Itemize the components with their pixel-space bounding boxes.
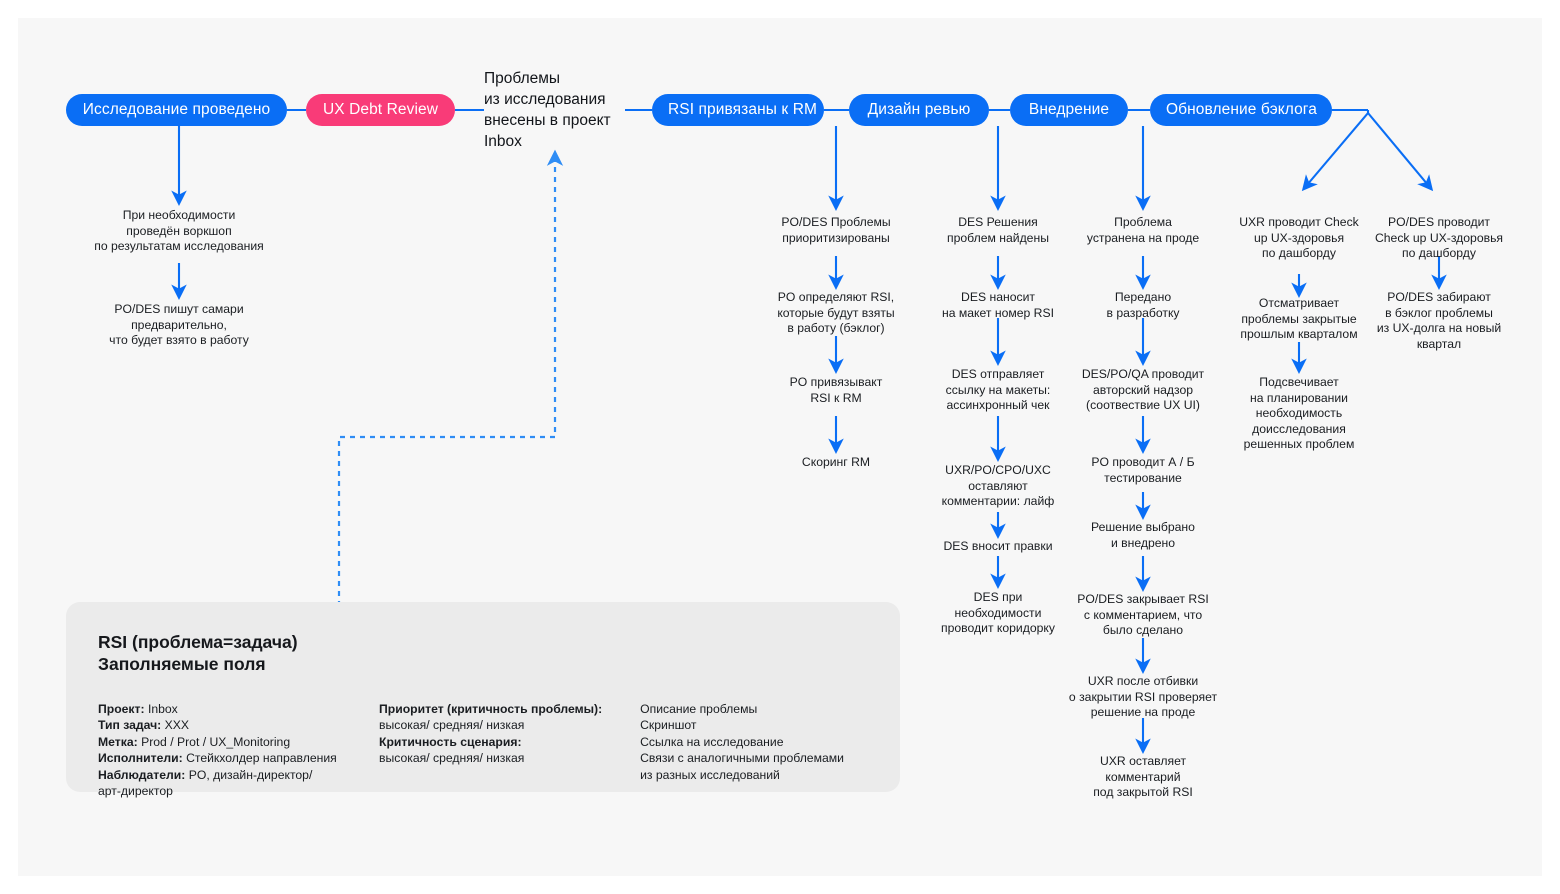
step-text: DES при необходимости проводит коридорку [941, 590, 1055, 635]
field-label: Исполнители: [98, 751, 183, 766]
field-label: Наблюдатели: [98, 767, 186, 782]
field-row: Метка: Prod / Prot / UX_Monitoring [98, 734, 379, 750]
field-row: Описание проблемы [640, 702, 758, 716]
step-text: Скоринг RM [801, 455, 871, 469]
diagram-canvas: Исследование проведено UX Debt Review Пр… [18, 18, 1542, 876]
step-text: PO/DES пишут самари предварительно, что … [109, 302, 249, 347]
field-value: XXX [161, 718, 190, 733]
step-text: UXR после отбивки о закрытии RSI проверя… [1068, 674, 1218, 719]
field-value: высокая/ средняя/ низкая [379, 718, 525, 733]
step-text: Подсвечивает на планировании необходимос… [1243, 375, 1355, 451]
field-label: Тип задач: [98, 718, 162, 733]
rsi-fields-card: RSI (проблема=задача) Заполняемые поля П… [66, 602, 900, 798]
field-row: Связи с аналогичными проблемами из разны… [640, 751, 844, 782]
field-row: Критичность сценария: высокая/ средняя/ … [379, 734, 640, 767]
step-text: PO/DES Проблемы приоритизированы [781, 215, 891, 245]
step-text: UXR/PO/CPO/UXC оставляют комментарии: ла… [941, 463, 1055, 508]
step-text: Решение выбрано и внедрено [1091, 520, 1195, 550]
field-label: Критичность сценария: [379, 734, 522, 749]
field-value: PO, дизайн-директор/ арт-директор [98, 767, 313, 799]
flow-node-design-review[interactable]: Дизайн ревью [849, 94, 989, 126]
step-text: DES/PO/QA проводит авторский надзор (соо… [1081, 367, 1205, 412]
field-row: Скриншот [640, 718, 697, 733]
flow-node-problems-inbox: Проблемы из исследования внесены в проек… [484, 70, 611, 150]
step-text: DES наносит на макет номер RSI [941, 290, 1054, 320]
card-title: RSI (проблема=задача) Заполняемые поля [98, 632, 298, 674]
step-text: PO проводит А / Б тестирование [1091, 455, 1195, 485]
step-text: Проблема устранена на проде [1086, 215, 1200, 245]
field-row: Приоритет (критичность проблемы): высока… [379, 701, 640, 734]
field-row: Тип задач: XXX [98, 717, 379, 733]
field-label: Проект: [98, 702, 145, 716]
step-text: DES вносит правки [943, 539, 1053, 553]
flow-node-backlog-update[interactable]: Обновление бэклога [1150, 94, 1332, 126]
field-label: Приоритет (критичность проблемы): [379, 702, 603, 716]
step-text: PO определяют RSI, которые будут взяты в… [777, 290, 895, 335]
step-text: PO/DES закрывает RSI с комментарием, что… [1077, 592, 1209, 637]
flow-node-rsi-to-rm[interactable]: RSI привязаны к RM [652, 94, 824, 126]
field-value: высокая/ средняя/ низкая [379, 751, 525, 766]
flow-node-ux-debt-review[interactable]: UX Debt Review [306, 94, 455, 126]
step-text: DES Решения проблем найдены [947, 215, 1049, 245]
step-text: PO/DES проводит Check up UX-здоровья по … [1374, 215, 1504, 260]
field-value: Prod / Prot / UX_Monitoring [137, 734, 291, 749]
field-value: Стейкхолдер направления [182, 751, 337, 766]
flow-node-research-done[interactable]: Исследование проведено [66, 94, 287, 126]
step-text: UXR оставляет комментарий под закрытой R… [1093, 754, 1193, 799]
step-text: PO привязывакт RSI к RM [789, 375, 883, 405]
step-text: Передано в разработку [1106, 290, 1180, 320]
field-row: Ссылка на исследование [640, 734, 784, 749]
step-text: UXR проводит Check up UX-здоровья по даш… [1239, 215, 1359, 260]
step-text: DES отправляет ссылку на макеты: ассинхр… [945, 367, 1051, 412]
step-text: PO/DES забирают в бэклог проблемы из UX-… [1376, 290, 1502, 351]
field-row: Наблюдатели: PO, дизайн-директор/ арт-ди… [98, 767, 379, 800]
field-row: Проект: Inbox [98, 701, 379, 717]
card-column-main-fields: Проект: Inbox Тип задач: XXX Метка: Prod… [98, 701, 379, 799]
step-text: При необходимости проведён воркшоп по ре… [94, 208, 264, 253]
card-column-attachments: Описание проблемы Скриншот Ссылка на исс… [640, 701, 868, 783]
card-column-priority: Приоритет (критичность проблемы): высока… [379, 701, 640, 767]
step-text: Отсматривает проблемы закрытые прошлым к… [1240, 296, 1358, 341]
flow-node-implementation[interactable]: Внедрение [1010, 94, 1128, 126]
field-value: Inbox [144, 702, 178, 716]
field-label: Метка: [98, 734, 138, 749]
field-row: Исполнители: Стейкхолдер направления [98, 750, 379, 766]
